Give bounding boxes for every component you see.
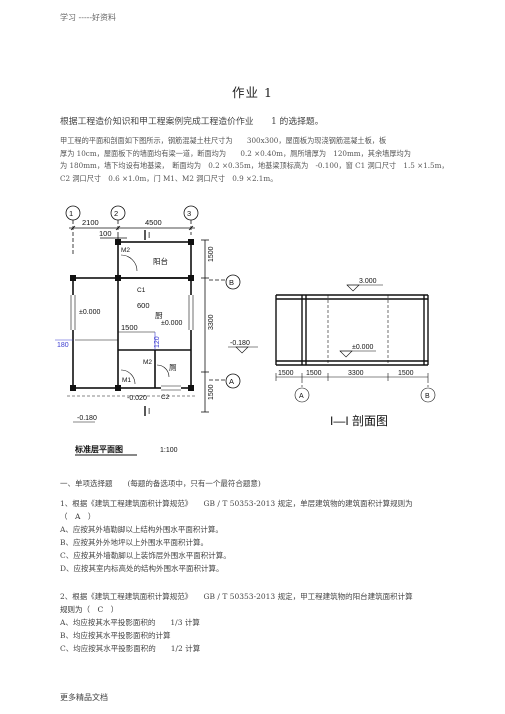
window-label: C1 [137,287,146,294]
dim-label: 1500 [121,323,138,332]
questions-heading: 一、单项选择题 (每题的备选项中，只有一个最符合题意) [60,479,261,488]
question-option: B、应按其外外地坪以上外围水平面积计算。 [60,538,209,547]
axis-b-bubble [225,274,241,290]
elevation-label: -0.180 [77,415,97,422]
elevation-label: 3.000 [359,278,377,285]
page-footer: 更多精品文档 [60,693,108,702]
dim-label: 3300 [208,314,215,330]
room-label: 阳台 [153,256,168,266]
description-line: C2 洞口尺寸 0.6 ×1.0m，门 M1、M2 洞口尺寸 0.9 ×2.1m… [60,173,278,183]
axis-label: A [229,377,234,386]
axis-label: B [425,393,430,400]
axis-label: 1 [69,209,73,218]
section-mark: I [148,231,150,240]
plan-title: 标准层平面图 [74,444,123,454]
intro-text: 根据工程造价知识和甲工程案例完成工程造价作业 1 的选择题。 [60,117,324,127]
dim-label: 1500 [398,370,414,377]
axis-label: 2 [114,209,118,218]
description-line: 为 180mm，墙下均设有地基梁， 断面均为 0.2 ×0.35m，地基梁顶标高… [60,161,449,170]
door-label: M1 [122,377,131,384]
question-option: A、应按其外墙勒脚以上结构外围水平面积计算。 [60,525,223,534]
section-mark: I [148,407,150,416]
door-label: M2 [143,359,152,366]
question-option: D、应按其室内标高处的结构外围水平面积计算。 [60,564,224,573]
dim-label: 100 [99,229,112,238]
dim-label: 1500 [278,370,294,377]
door-label: M2 [121,247,130,254]
question-1: 1、根据《建筑工程建筑面积计算规范》 GB / T 50353-2013 规定，… [60,497,450,575]
axis-b-bubble [420,387,436,403]
elevation-label: -0.180 [230,340,250,347]
page-header: 学习 -----好资料 [60,13,117,22]
axis-a-bubble [294,387,310,403]
axis-label: A [299,393,304,400]
dim-label: 1500 [208,384,215,400]
wall-thickness-label: 180 [57,342,69,349]
question-option: A、均应按其水平投影面积的 1/3 计算 [60,618,200,627]
axis-a-bubble [225,373,241,389]
description-line: 甲工程的平面和剖面如下图所示，钢筋混凝土柱尺寸为 300x300，屋面板为现浇钢… [60,136,387,145]
question-option: C、均应按其水平投影面积的 1/2 计算 [60,644,201,653]
dim-label: 1500 [208,246,215,262]
question-stem: 2、根据《建筑工程建筑面积计算规范》 GB / T 50353-2013 规定，… [60,592,413,601]
dim-label: 600 [137,301,150,310]
elevation-label: ±0.000 [161,320,182,327]
floor-plan-drawing: 1 2 3 B A 2100 4500 100 600 1500 1500 33… [55,205,241,456]
dim-label: 4500 [145,218,162,227]
elevation-label: ±0.000 [79,309,100,316]
question-stem: 规则为（ C ） [60,605,119,614]
dim-label: 3300 [348,370,364,377]
section-title: I—I 剖面图 [330,414,388,428]
dim-label: 2100 [82,218,99,227]
question-2: 2、根据《建筑工程建筑面积计算规范》 GB / T 50353-2013 规定，… [60,590,450,655]
question-option: B、均应按其水平投影面积的计算 [60,631,171,640]
window-label: C2 [161,394,170,401]
axis-label: 3 [187,209,191,218]
room-label: 厕 [169,363,177,372]
question-answer: （ A ） [60,512,96,521]
elevation-label: -0.020 [127,395,147,402]
axis-label: B [229,278,234,287]
room-label: 厨 [155,311,163,320]
wall-thickness-label: 120 [154,336,161,348]
section-drawing: 3.000 ±0.000 -0.180 1500 1500 3300 1500 … [228,278,436,428]
project-description: 甲工程的平面和剖面如下图所示，钢筋混凝土柱尺寸为 300x300，屋面板为现浇钢… [60,135,450,185]
description-line: 厚为 10cm，屋面板下的墙面均有梁一道，断面均为 0.2 ×0.40m，厕所墙… [60,148,411,158]
dim-label: 1500 [306,370,322,377]
elevation-label: ±0.000 [352,344,373,351]
question-stem: 1、根据《建筑工程建筑面积计算规范》 GB / T 50353-2013 规定，… [60,499,413,508]
plan-scale: 1:100 [160,447,178,454]
question-option: C、应按其外墙勒脚以上装饰层外围水平面积计算。 [60,551,231,560]
page-title: 作业 1 [232,85,273,100]
